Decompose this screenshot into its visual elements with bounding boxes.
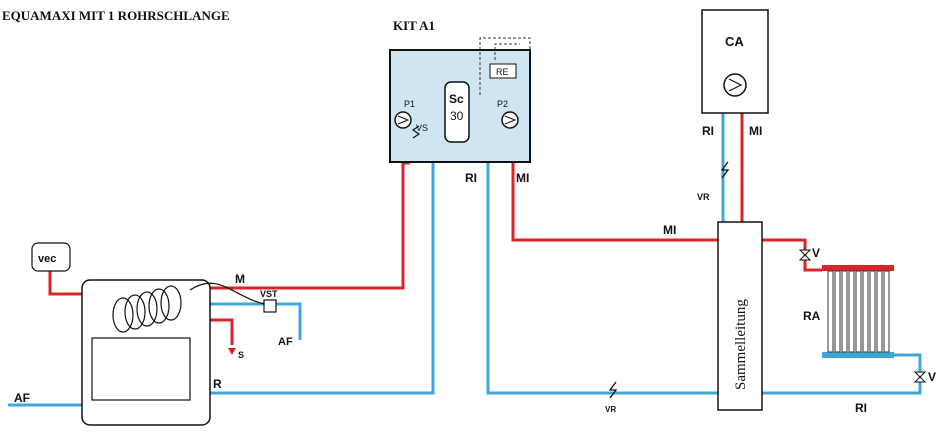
tank-inner-panel (91, 337, 191, 401)
pump-p2-label: P2 (497, 99, 508, 109)
radiator-top-manifold (822, 265, 894, 271)
check-valve-bottom-icon (608, 381, 618, 399)
safety-label: S (238, 350, 244, 360)
pump-p2-arrow-icon (504, 115, 517, 125)
regulator-label: RE (496, 67, 509, 77)
ca-pump-arrow-icon (728, 78, 743, 92)
plate-exchanger (444, 81, 470, 143)
radiator-label: RA (803, 309, 821, 323)
label-m: M (235, 272, 245, 286)
vec-label: vec (38, 253, 56, 265)
valve-vs-icon (411, 125, 421, 139)
safety-valve-icon (228, 348, 236, 355)
label-vr-ca: VR (697, 192, 710, 202)
label-r: R (213, 377, 222, 391)
ca-boiler (701, 9, 769, 114)
exchanger-label-top: Sc (449, 92, 464, 106)
label-v-bottom: V (928, 370, 936, 384)
ca-label: CA (725, 34, 744, 49)
radiator-panels (827, 270, 890, 353)
return-pipe-ri-kit (486, 160, 718, 395)
shutoff-valve-bottom-icon (913, 371, 927, 383)
check-valve-ca-icon (720, 161, 730, 179)
label-mi-kit: MI (516, 171, 529, 185)
heating-coil-icon (112, 285, 182, 333)
vst-valve-icon (263, 299, 277, 313)
label-ri-bottom: RI (855, 401, 867, 415)
pump-p1-arrow-icon (397, 115, 410, 125)
coil-connection (189, 282, 271, 306)
flow-pipe-tank-kit (178, 161, 410, 290)
label-ri-ca: RI (702, 124, 714, 138)
flow-pipe-kit-collector (511, 160, 718, 242)
flow-pipe-vec (48, 270, 82, 296)
label-mi-ca: MI (749, 124, 762, 138)
label-af-right: AF (278, 336, 293, 348)
kit-wiring-2 (494, 43, 520, 60)
vec-vessel (31, 242, 71, 272)
cold-water-pipe-right (180, 302, 302, 340)
kit-wiring (479, 37, 531, 95)
ca-pump-icon (723, 73, 747, 97)
label-v-top: V (812, 246, 820, 260)
label-af-left: AF (14, 391, 30, 405)
pump-p1-label: P1 (404, 99, 415, 109)
exchanger-label-bottom: 30 (450, 109, 464, 123)
vst-label: VST (260, 289, 278, 299)
label-mi-mid: MI (663, 223, 676, 237)
radiator-bottom-manifold (822, 352, 894, 358)
shutoff-valve-top-icon (798, 249, 812, 261)
valve-vs-label: VS (416, 123, 428, 133)
collector (717, 221, 763, 411)
return-pipe-radiator (762, 353, 922, 395)
kit-title: KIT A1 (393, 18, 435, 33)
label-ri-kit: RI (465, 171, 477, 185)
collector-label: Sammelleitung (733, 299, 749, 390)
label-vr-bottom: VR (605, 405, 616, 414)
regulator-box (489, 63, 517, 79)
return-pipe-r (178, 160, 435, 395)
diagram-title: EQUAMAXI MIT 1 ROHRSCHLANGE (2, 8, 230, 23)
